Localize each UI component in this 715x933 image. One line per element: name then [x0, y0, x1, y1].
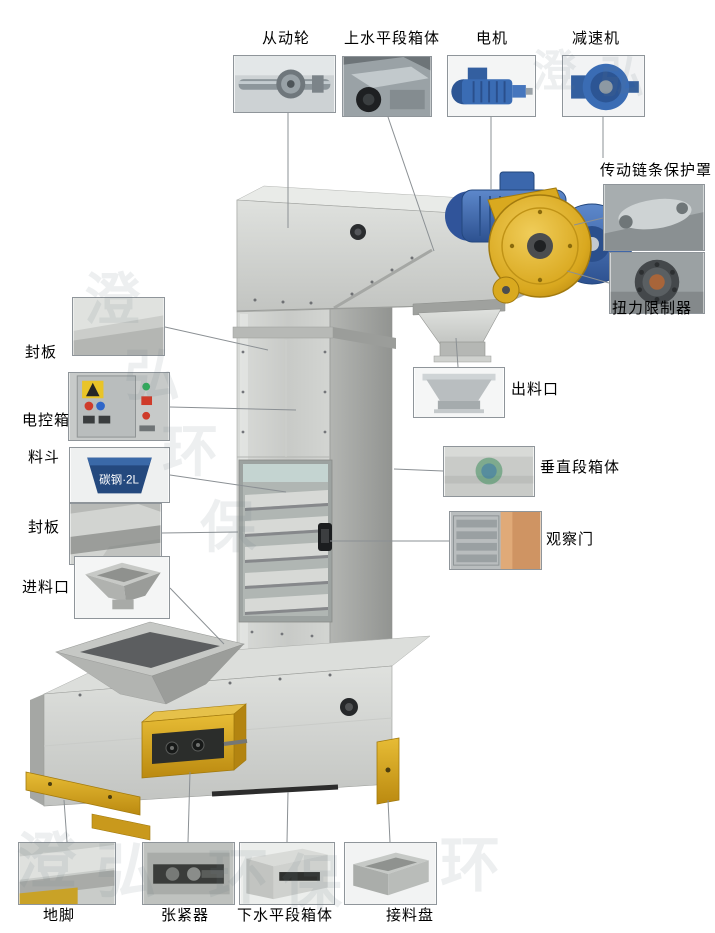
label-foot: 地脚 — [43, 907, 76, 924]
label-driven-wheel: 从动轮 — [262, 30, 311, 47]
label-bucket: 料斗 — [28, 449, 61, 466]
foot-bracket-right — [376, 737, 400, 805]
thumb-lower-box — [239, 842, 335, 905]
thumb-vertical-box — [443, 446, 535, 497]
label-reducer: 减速机 — [572, 30, 621, 47]
thumb-inspection-door — [449, 511, 542, 570]
label-tensioner: 张紧器 — [161, 907, 210, 924]
thumb-motor — [447, 55, 536, 117]
thumb-tensioner — [142, 842, 235, 905]
thumb-control-box — [68, 372, 170, 441]
discharge-chute — [412, 298, 506, 363]
label-control-box: 电控箱 — [22, 412, 71, 429]
label-torque-limiter: 扭力限制器 — [612, 300, 693, 317]
thumb-bucket: 碳钢·2L — [69, 447, 170, 503]
thumb-foot — [18, 842, 116, 905]
bucket-material-text: 碳钢·2L — [99, 473, 139, 487]
label-inlet: 进料口 — [22, 579, 71, 596]
label-outlet: 出料口 — [511, 381, 560, 398]
thumb-upper-box — [342, 56, 432, 117]
label-chain-guard: 传动链条保护罩 — [600, 162, 713, 179]
label-seal-plate-top: 封板 — [25, 344, 58, 361]
thumb-outlet — [413, 367, 505, 418]
thumb-torque-limiter — [609, 252, 705, 314]
label-seal-plate-bottom: 封板 — [28, 519, 61, 536]
column-bolts — [241, 350, 327, 638]
upper-box-bolts — [253, 256, 414, 305]
label-lower-box: 下水平段箱体 — [237, 907, 334, 924]
label-upper-box: 上水平段箱体 — [344, 30, 441, 47]
label-vertical-box: 垂直段箱体 — [540, 459, 621, 476]
thumb-seal-plate-bottom — [69, 503, 162, 565]
label-motor: 电机 — [476, 30, 509, 47]
thumb-reducer — [562, 55, 645, 117]
label-tray: 接料盘 — [386, 907, 435, 924]
foot-bracket-left — [25, 771, 151, 841]
thumb-chain-guard — [603, 184, 705, 251]
leader-lines — [63, 113, 610, 843]
thumb-inlet — [74, 556, 170, 619]
thumb-tray — [344, 842, 437, 905]
thumb-seal-plate-top — [72, 297, 165, 356]
feed-hopper — [54, 621, 246, 705]
chain-guard-disc — [487, 187, 592, 304]
tensioner-block — [141, 703, 248, 779]
observation-window — [238, 459, 333, 623]
label-inspection-door: 观察门 — [546, 531, 595, 548]
thumb-driven-wheel — [233, 55, 336, 113]
